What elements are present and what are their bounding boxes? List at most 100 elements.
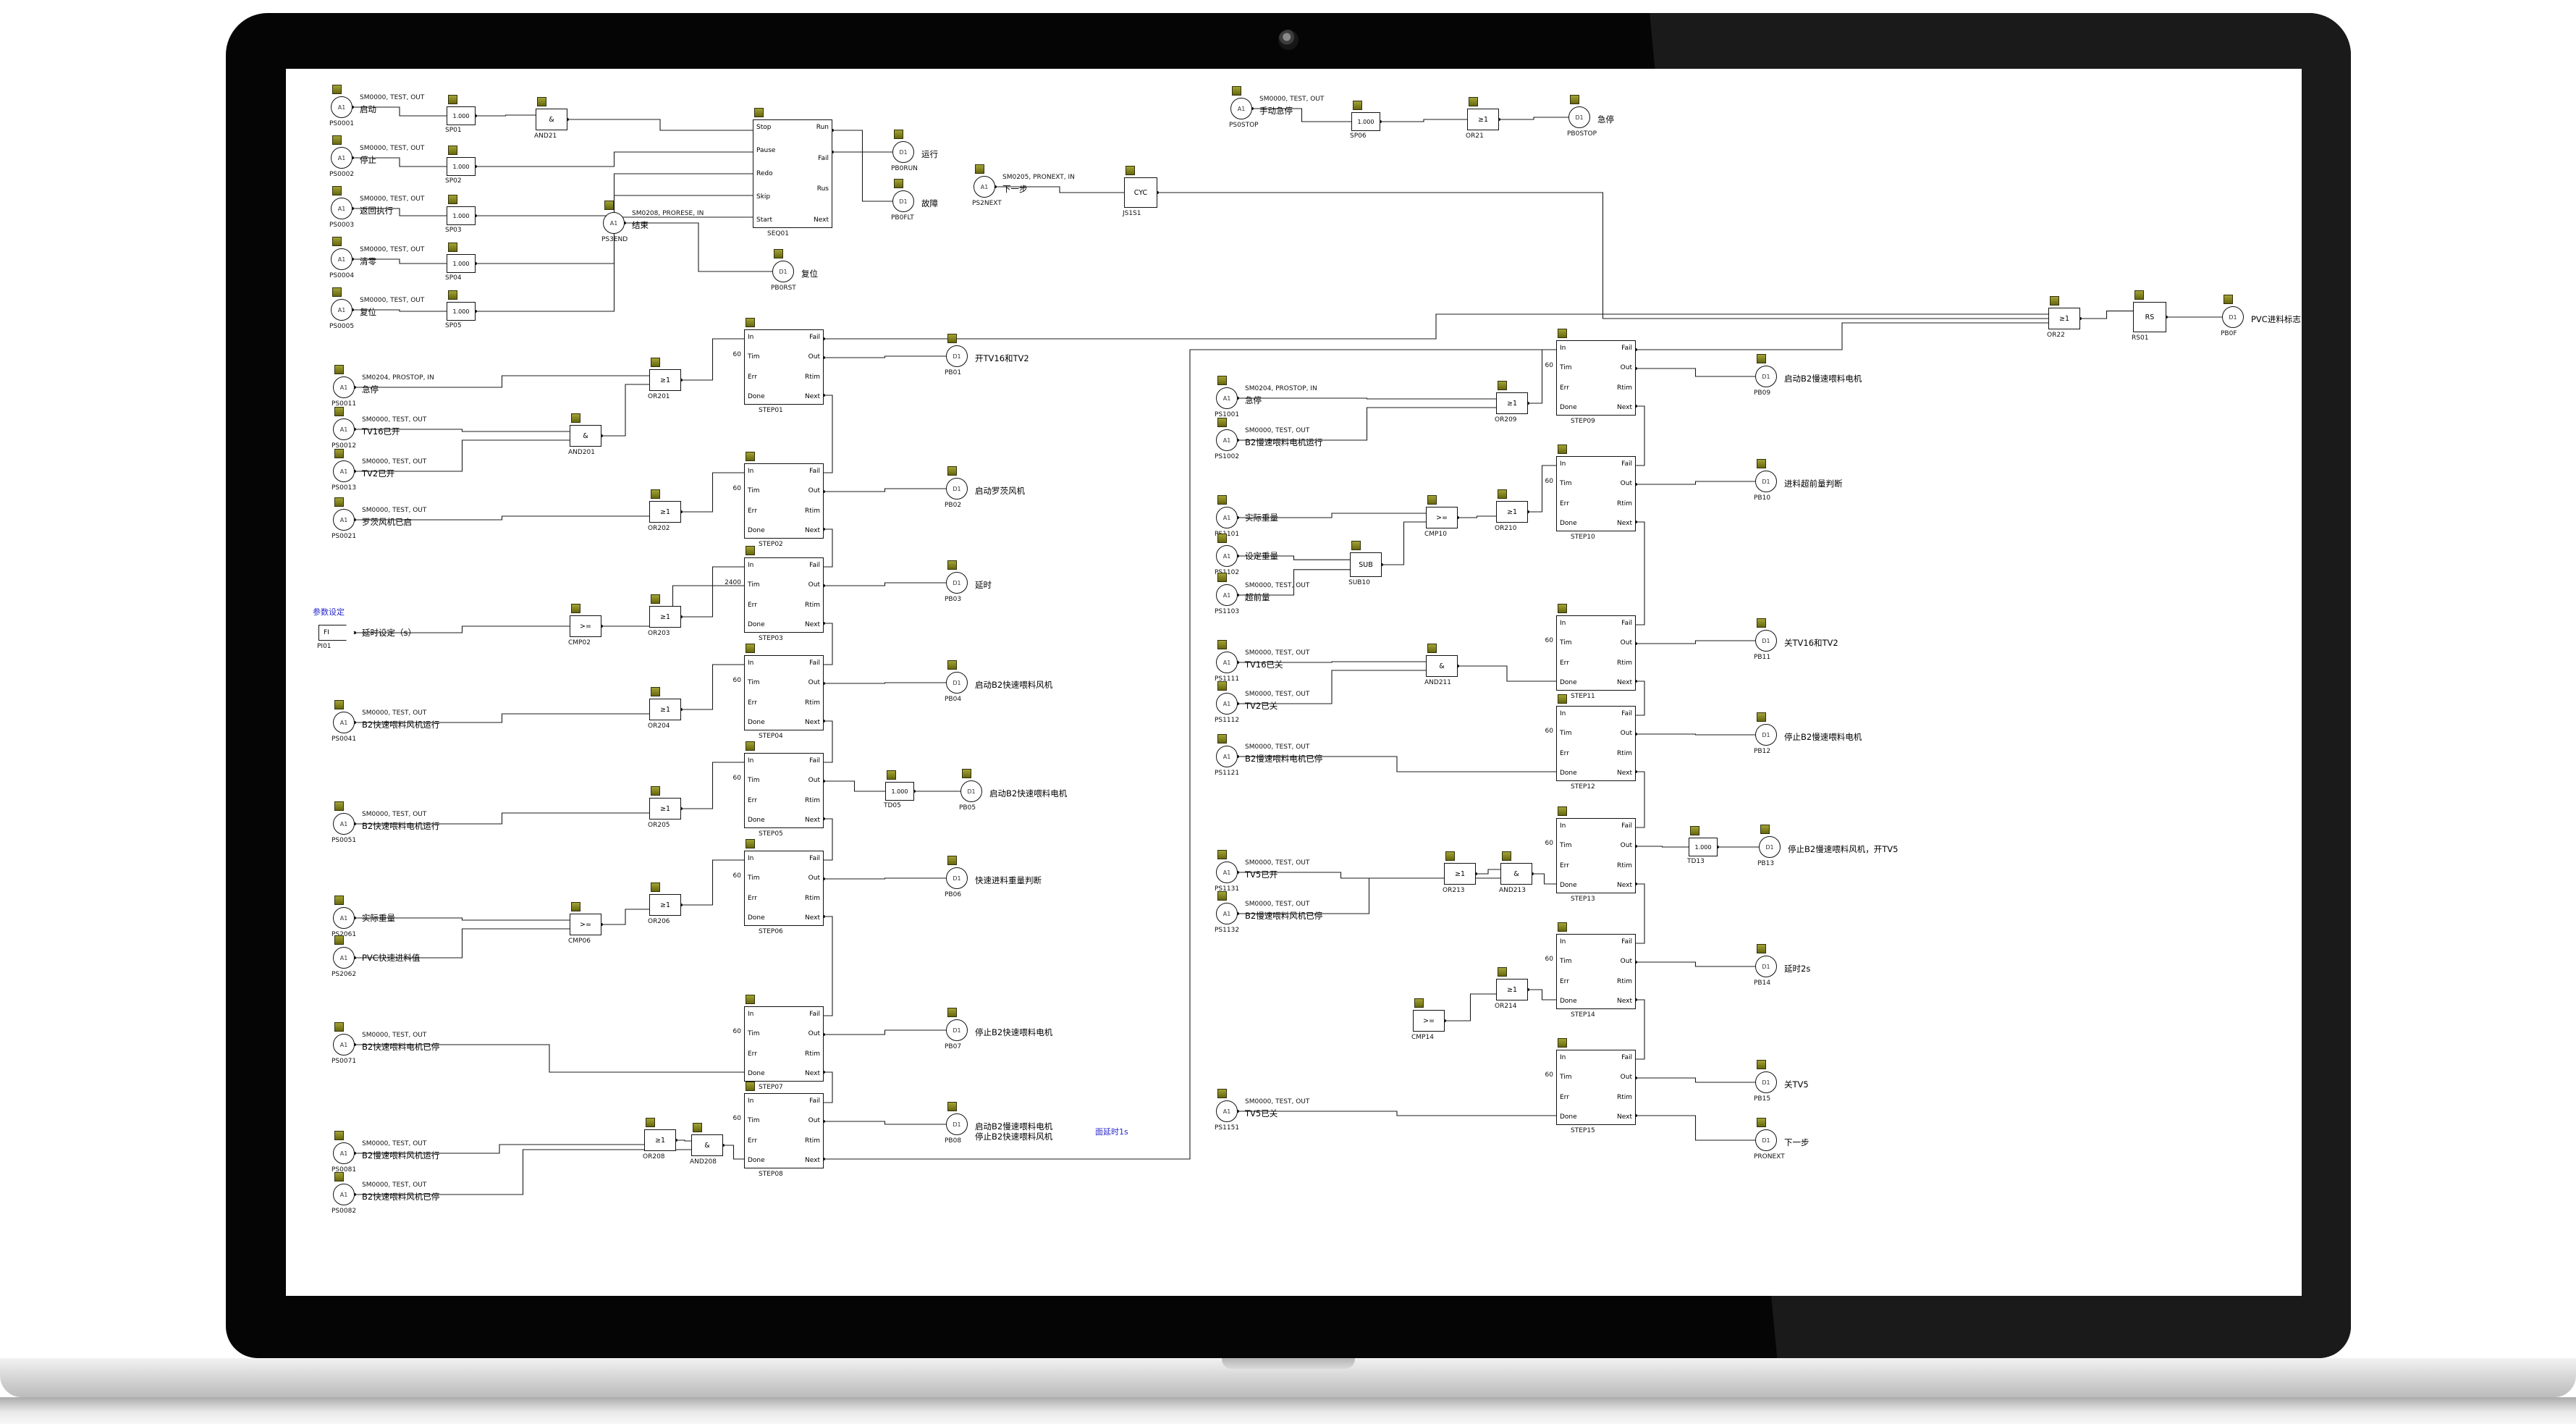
compare-block-CMP14[interactable]: >=CMP14 [1411,998,1445,1041]
and-gate-AND208[interactable]: &AND208 [690,1123,723,1166]
and-gate-AND213[interactable]: &AND213 [1499,851,1532,894]
and-gate-AND21[interactable]: &AND21 [534,97,567,140]
and-gate-AND211[interactable]: &AND211 [1424,644,1458,686]
compare-block-CMP02[interactable]: >=CMP02 [568,604,601,646]
compare-block-CMP10[interactable]: >=CMP10 [1424,495,1458,538]
and-gate-AND201[interactable]: &AND201 [568,413,601,456]
compare-block-CMP06[interactable]: >=CMP06 [568,902,601,945]
